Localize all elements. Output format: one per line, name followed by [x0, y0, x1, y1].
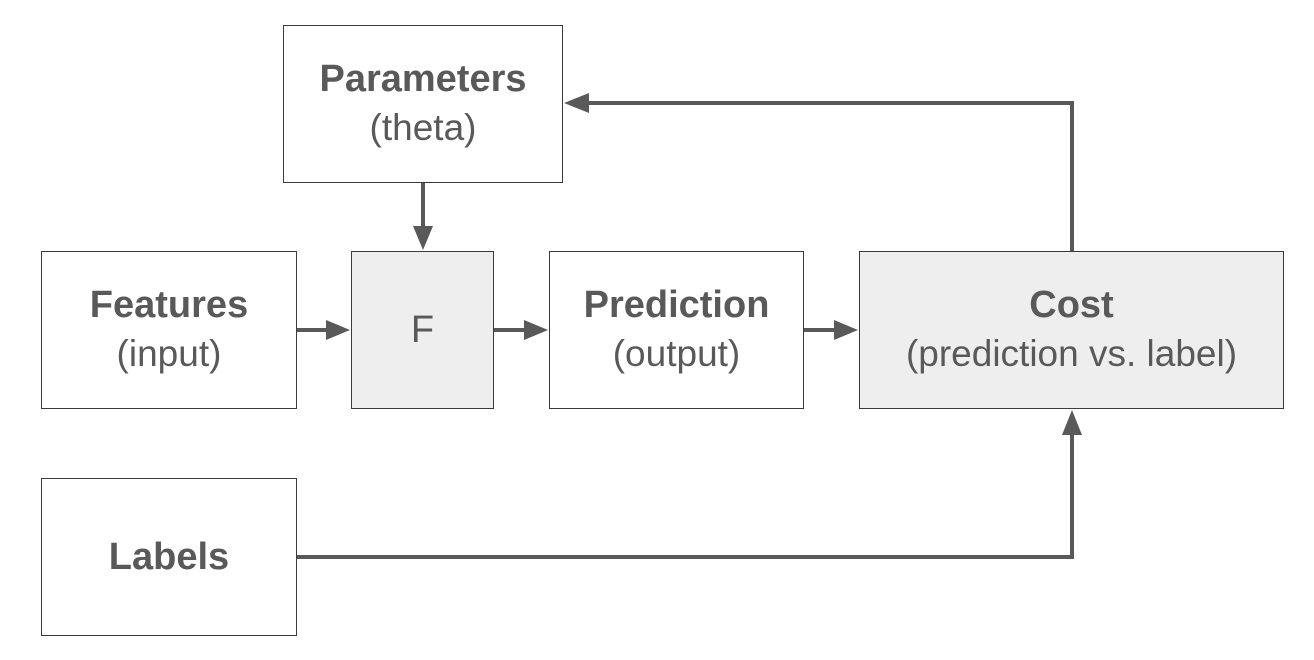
node-f: F: [351, 251, 494, 409]
node-cost-title: Cost: [1029, 284, 1114, 326]
node-features-title: Features: [89, 284, 249, 326]
node-cost: Cost (prediction vs. label): [859, 251, 1284, 409]
node-features: Features (input): [41, 251, 297, 409]
node-features-subtitle: (input): [116, 333, 222, 374]
node-labels: Labels: [41, 478, 297, 636]
arrowhead-prediction-to-cost: [834, 320, 858, 340]
node-parameters: Parameters (theta): [283, 25, 563, 183]
node-labels-title: Labels: [108, 536, 230, 578]
node-prediction-subtitle: (output): [612, 333, 741, 374]
node-parameters-title: Parameters: [319, 58, 527, 100]
node-cost-subtitle: (prediction vs. label): [905, 333, 1238, 374]
arrowhead-f-to-prediction: [524, 320, 548, 340]
node-prediction: Prediction (output): [549, 251, 804, 409]
arrowhead-cost-to-parameters: [564, 93, 589, 113]
arrowhead-labels-to-cost: [1062, 410, 1082, 435]
node-f-label: F: [410, 309, 435, 351]
arrowhead-features-to-f: [326, 320, 350, 340]
node-parameters-subtitle: (theta): [369, 107, 477, 148]
edge-cost-to-parameters: [587, 101, 1074, 251]
node-prediction-title: Prediction: [583, 284, 770, 326]
edge-labels-to-cost: [297, 433, 1074, 559]
arrowhead-parameters-to-f: [413, 226, 433, 250]
